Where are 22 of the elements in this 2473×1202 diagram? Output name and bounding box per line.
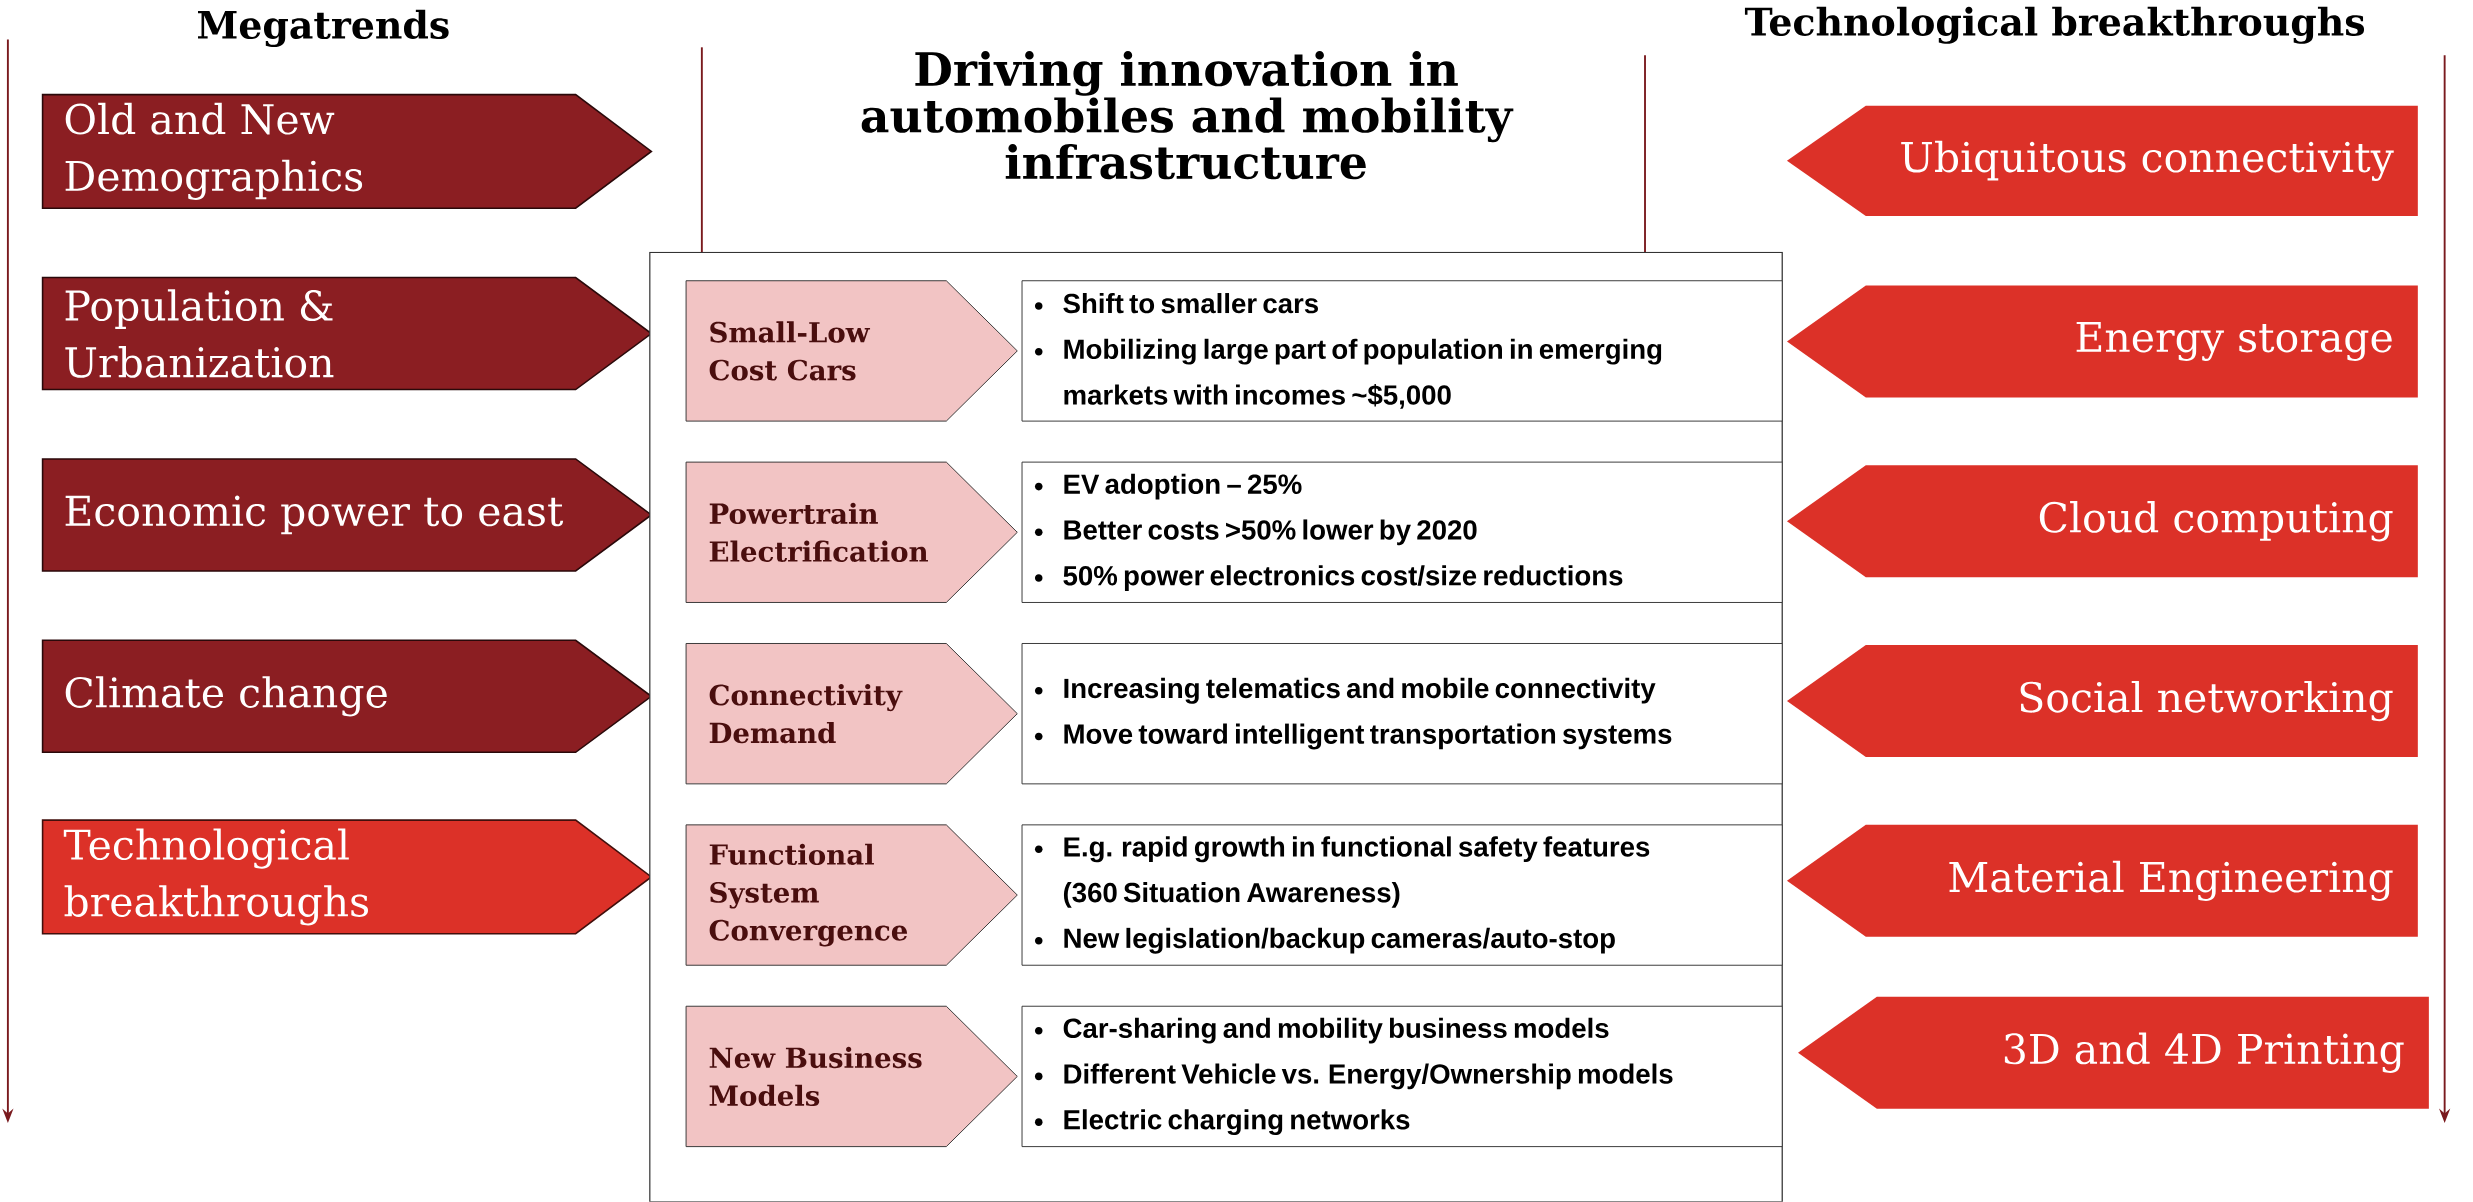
bullet-item: Move toward intelligent transportation systems: [1034, 723, 1672, 750]
bullet-box: [1021, 1005, 1783, 1148]
bullet-item: Electric charging networks: [1034, 1109, 1410, 1136]
bullet-item: 50% power electronics cost/size reductions: [1034, 565, 1623, 591]
bullet-item: EV adoption – 25%: [1034, 473, 1302, 500]
bullet-box: [1021, 461, 1783, 604]
bullet-box: [1021, 643, 1783, 785]
category-box: Small-Low Cost Cars: [685, 280, 1018, 422]
bullet-item: Better costs >50% lower by 2020: [1034, 519, 1477, 546]
bullet-item: Mobilizing large part of population in emerging markets with incomes ~$5,000: [1034, 338, 1662, 409]
bullet-item: Increasing telematics and mobile connectivity: [1034, 677, 1656, 704]
heading: Driving innovation in automobiles and mobility infrastructure: [861, 51, 1514, 180]
category-box: Functional System Convergence: [685, 824, 1018, 966]
bullet-item: New legislation/backup cameras/auto-stop: [1034, 927, 1615, 954]
bullet-item: Shift to smaller cars: [1034, 293, 1318, 314]
bullet-item: E.g. rapid growth in functional safety features (360 Situation Awareness): [1034, 836, 1650, 908]
bullet-box: [1021, 280, 1783, 422]
bullet-item: Different Vehicle vs. Energy/Ownership models: [1034, 1063, 1673, 1090]
column-heading: Technological breakthroughs: [1744, 6, 2365, 44]
bullet-box: [1021, 824, 1783, 966]
bullet-item: Car-sharing and mobility business models: [1034, 1017, 1609, 1044]
column-heading: Megatrends: [198, 9, 449, 48]
